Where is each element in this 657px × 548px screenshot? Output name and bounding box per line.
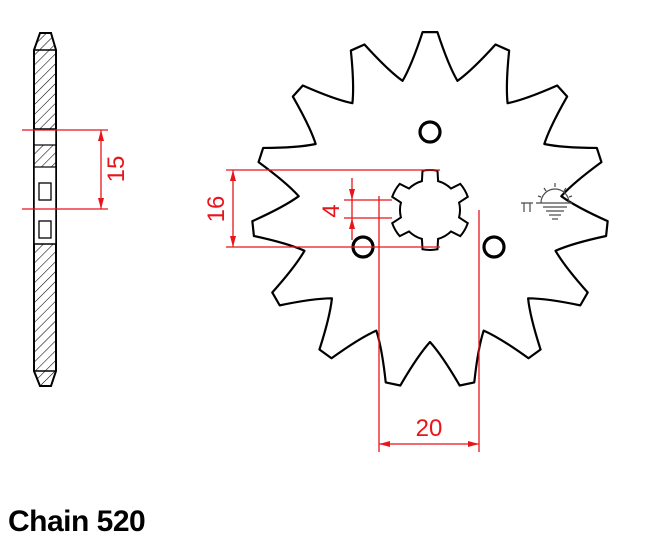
dim-16-label: 16 [203, 196, 230, 223]
dim-16-arrow-top [230, 170, 236, 181]
side-view-pocket-bottom [38, 220, 52, 239]
spline-bore [391, 169, 469, 251]
dim-4-label: 4 [318, 204, 345, 217]
dim-15-arrow-top [98, 130, 104, 141]
sprocket-outline [251, 31, 609, 387]
dim-4-arrow-top [349, 189, 355, 200]
dim-4-arrow-bottom [349, 218, 355, 229]
front-view [251, 31, 609, 387]
chain-size-label: Chain 520 [8, 505, 146, 538]
dimension-bolt-spacing [378, 196, 480, 452]
sun-horizon-icon [521, 183, 573, 220]
bolt-hole-top [418, 120, 442, 144]
dim-20-label: 20 [416, 415, 443, 442]
dim-15-label: 15 [103, 156, 130, 183]
dimension-spline-tooth [344, 178, 392, 240]
dim-20-arrow-left [379, 441, 390, 447]
dim-20-arrow-right [468, 441, 479, 447]
side-view-hatch-lower-hub [33, 144, 57, 168]
bolt-hole-right [482, 235, 506, 259]
dim-15-arrow-bottom [98, 198, 104, 209]
dimension-thickness [22, 129, 108, 210]
side-view-pocket-top [38, 182, 52, 201]
dimension-spline-outer [226, 169, 440, 248]
dim-16-arrow-bottom [230, 236, 236, 247]
